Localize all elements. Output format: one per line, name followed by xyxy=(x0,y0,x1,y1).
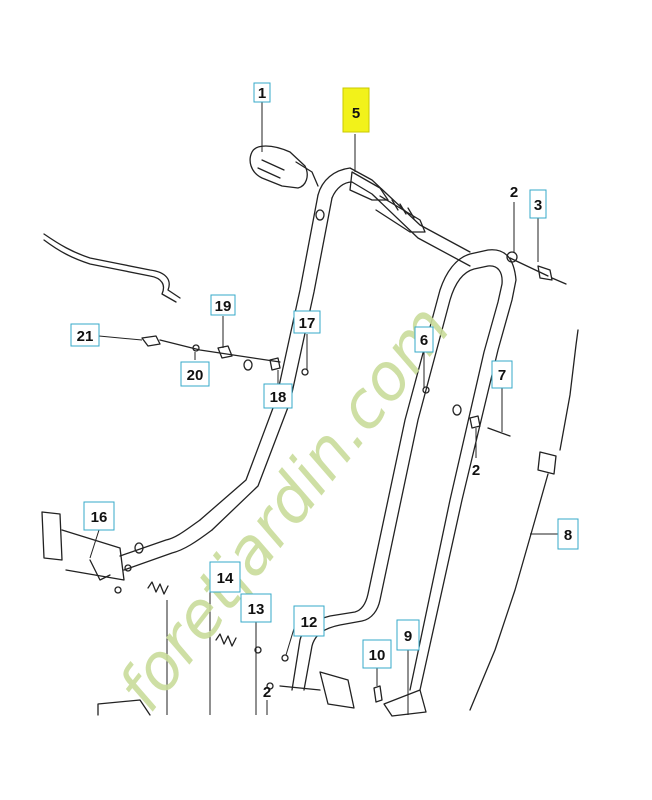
part-label-17: 17 xyxy=(293,310,321,334)
grip-sleeve xyxy=(349,171,426,233)
svg-text:8: 8 xyxy=(564,527,572,544)
part-label-19: 19 xyxy=(210,294,236,316)
bracket-lower-left xyxy=(41,511,132,594)
svg-text:14: 14 xyxy=(217,570,234,587)
svg-text:2: 2 xyxy=(510,184,518,201)
svg-text:9: 9 xyxy=(404,628,412,645)
svg-text:19: 19 xyxy=(215,298,232,315)
part-label-10: 10 xyxy=(362,639,392,669)
part-label-12: 12 xyxy=(293,605,325,637)
svg-text:2: 2 xyxy=(263,684,271,701)
part-label-18: 18 xyxy=(263,383,293,409)
svg-text:16: 16 xyxy=(91,509,108,526)
part-label-8: 8 xyxy=(557,518,579,550)
part-label-20: 20 xyxy=(180,361,210,387)
lower-right-parts xyxy=(266,654,427,717)
svg-text:10: 10 xyxy=(369,647,386,664)
part-label-16: 16 xyxy=(83,501,115,531)
cable-right xyxy=(469,329,579,711)
part-label-2-bottom: 2 xyxy=(263,684,271,701)
part-label-2-top: 2 xyxy=(510,184,518,201)
svg-text:18: 18 xyxy=(270,389,287,406)
grip-control xyxy=(249,145,319,189)
part-label-9: 9 xyxy=(396,619,420,651)
handle-frame xyxy=(119,167,517,691)
part-label-6: 6 xyxy=(414,326,434,353)
cropped-box-outline xyxy=(97,699,151,716)
svg-text:17: 17 xyxy=(299,315,316,332)
part-label-13: 13 xyxy=(240,593,272,623)
svg-text:3: 3 xyxy=(534,197,542,214)
cable-upper-left xyxy=(43,233,181,303)
svg-text:21: 21 xyxy=(77,328,94,345)
part-label-5: 5 xyxy=(342,87,370,133)
svg-text:6: 6 xyxy=(420,332,428,349)
part-label-3: 3 xyxy=(529,189,547,219)
part-label-14: 14 xyxy=(209,561,241,593)
part-label-7: 7 xyxy=(491,360,513,389)
part-label-1: 1 xyxy=(253,82,271,103)
svg-text:5: 5 xyxy=(352,105,360,122)
knob-bolt xyxy=(506,251,567,285)
svg-text:13: 13 xyxy=(248,601,265,618)
svg-text:12: 12 xyxy=(301,614,318,631)
springs xyxy=(147,581,262,654)
fasteners-right xyxy=(422,386,511,437)
part-label-21: 21 xyxy=(70,323,100,347)
svg-text:2: 2 xyxy=(472,462,480,479)
leader-lines xyxy=(89,102,558,715)
svg-text:20: 20 xyxy=(187,367,204,384)
fasteners-left xyxy=(141,335,309,376)
part-label-2-right: 2 xyxy=(472,462,480,479)
svg-text:1: 1 xyxy=(258,85,266,102)
svg-text:7: 7 xyxy=(498,367,506,384)
